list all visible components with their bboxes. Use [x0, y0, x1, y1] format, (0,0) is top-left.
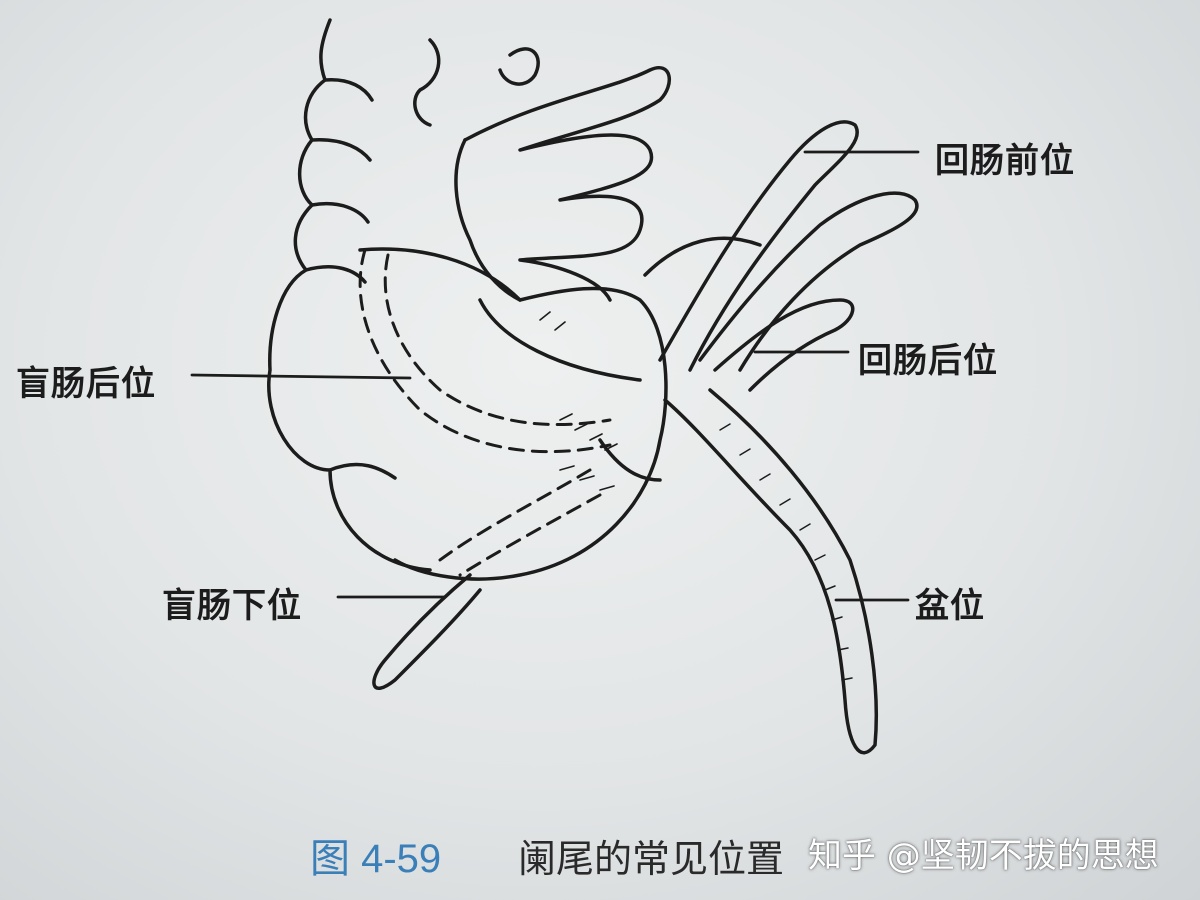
watermark: 知乎 @坚韧不拔的思想 [808, 836, 1159, 876]
label-posterior-ileal: 回肠后位 [858, 341, 998, 381]
label-pelvic: 盆位 [915, 586, 985, 626]
subcecal-appendix [372, 573, 482, 690]
ascending-colon [267, 18, 432, 572]
pelvic-appendix [663, 388, 878, 755]
anterior-ileal-appendix [658, 120, 859, 372]
terminal-ileum [463, 66, 671, 302]
leader-retrocecal [190, 373, 412, 380]
label-subcecal: 盲肠下位 [162, 586, 302, 626]
posterior-ileal-appendix [698, 191, 919, 372]
retrocecal-appendix [358, 248, 612, 454]
cecum [358, 247, 668, 581]
label-retrocecal: 盲肠后位 [16, 364, 156, 404]
figure-number: 图 4-59 [310, 837, 442, 881]
figure-caption: 阑尾的常见位置 [518, 837, 785, 881]
label-anterior-ileal: 回肠前位 [935, 141, 1075, 181]
